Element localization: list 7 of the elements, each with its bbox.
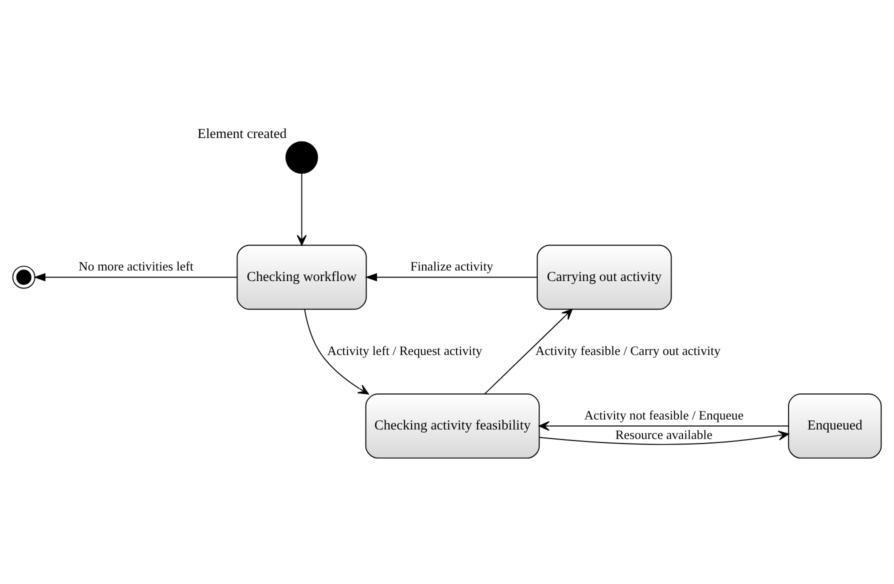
edge-label: Activity feasible / Carry out activity bbox=[535, 343, 721, 358]
edge-label: Finalize activity bbox=[410, 259, 494, 274]
edge-label: No more activities left bbox=[78, 259, 194, 274]
edge-label: Resource available bbox=[615, 428, 712, 442]
edge-label: Activity left / Request activity bbox=[327, 343, 482, 358]
node-label: Element created bbox=[198, 125, 287, 140]
edge-label: Activity not feasible / Enqueue bbox=[584, 408, 744, 422]
